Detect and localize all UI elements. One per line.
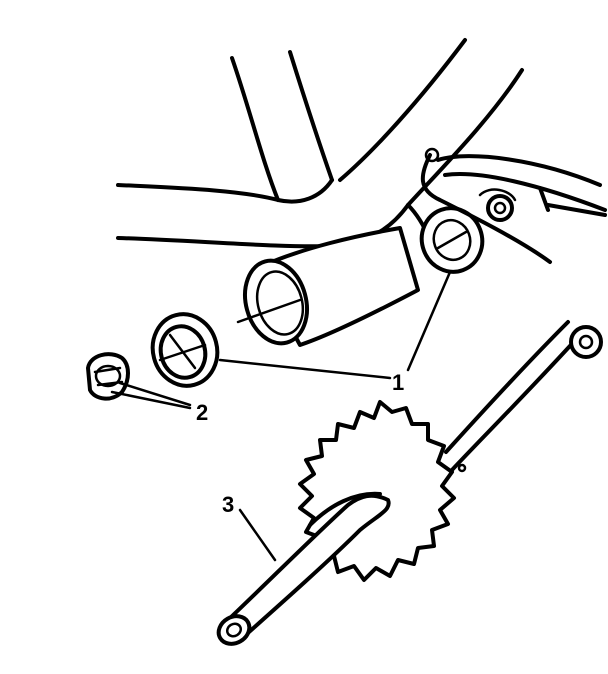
callout-3: 3 <box>222 492 234 517</box>
leader-lines <box>110 270 452 562</box>
lock-ring <box>86 352 130 401</box>
bottom-bracket-shell <box>236 226 420 347</box>
callout-1: 1 <box>392 370 404 395</box>
right-bearing-cup <box>419 206 485 274</box>
callout-2: 2 <box>196 400 208 425</box>
cable-guide <box>420 147 607 264</box>
right-crank-arm <box>444 320 603 473</box>
left-crank-arm <box>216 491 391 646</box>
left-bearing-cup <box>150 312 220 388</box>
